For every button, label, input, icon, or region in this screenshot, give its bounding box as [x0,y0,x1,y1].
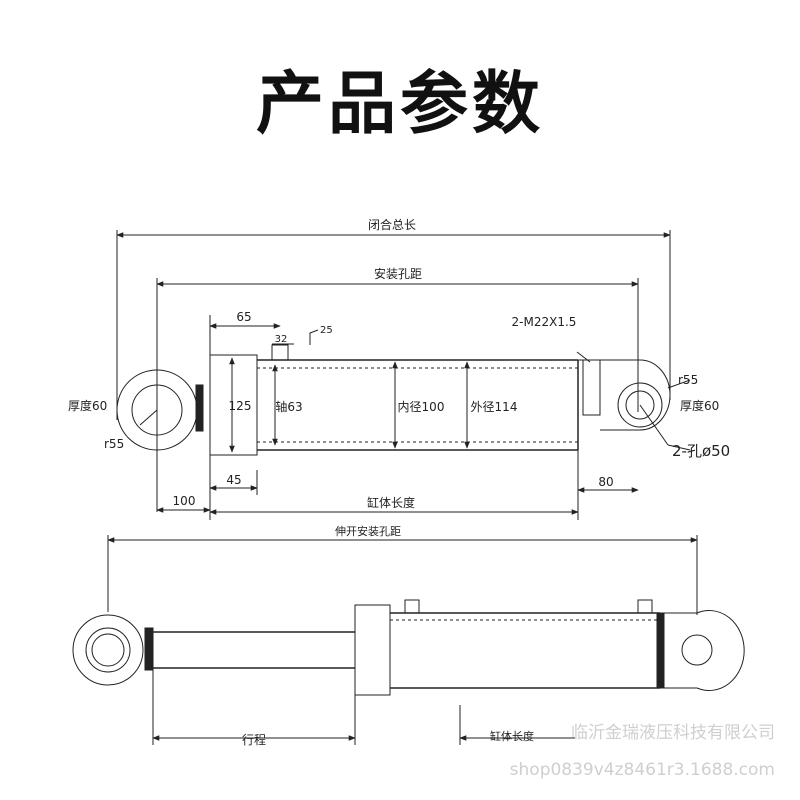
watermark-shop: shop0839v4z8461r3.1688.com [510,760,775,780]
end-cap [582,359,601,416]
label-thickness-left: 厚度60 [68,398,107,413]
label-barrel-length-2: 缸体长度 [490,729,534,743]
top-port [271,344,289,361]
cylinder-cap [209,354,258,456]
label-thread: 2-M22X1.5 [512,315,577,329]
label-bore-100: 内径100 [398,400,445,414]
label-45: 45 [226,473,241,487]
left-eye-radius-leader [139,409,158,426]
label-65: 65 [236,310,251,324]
label-stroke: 行程 [242,732,266,747]
label-hole: 2-孔ø50 [672,442,730,460]
label-32: 32 [275,334,288,345]
label-thickness-right: 厚度60 [680,398,719,413]
right-eye-outer [617,382,663,428]
right-lug [600,359,671,431]
dim-25-leader [309,329,319,345]
page-title: 产品参数 [255,65,544,144]
left-seal [195,384,204,432]
bottom-left-eye-inner [91,633,125,667]
label-rod-63: 轴63 [275,399,302,414]
bottom-end-band [656,612,665,689]
right-eye-inner [625,390,655,420]
bottom-left-eye-outer [72,614,144,686]
bottom-left-eye-mid [85,627,131,673]
r55-right-leader [667,379,691,389]
bottom-rod-seal [144,627,154,671]
label-barrel-length: 缸体长度 [367,495,415,510]
bottom-cylinder-cap [354,604,391,696]
bottom-right-lug [664,610,745,691]
bottom-port-right [637,599,653,614]
bottom-port-left [404,599,420,614]
label-100: 100 [173,494,196,508]
label-25: 25 [320,325,333,336]
bottom-right-eye [681,634,713,666]
label-extended-mount-distance: 伸开安装孔距 [335,524,401,538]
label-125: 125 [229,399,252,413]
hole-leader [639,404,669,446]
label-outer-114: 外径114 [471,400,518,414]
thread-leader [576,351,591,363]
hole-leader-tail [667,444,691,451]
watermark-company: 临沂金瑞液压科技有限公司 [571,723,775,743]
label-80: 80 [598,475,613,489]
left-eye-inner [131,384,183,436]
label-mount-hole-distance: 安装孔距 [374,266,422,281]
label-closed-total-length: 闭合总长 [368,217,416,232]
label-r55-right: r55 [678,373,698,387]
label-r55-left: r55 [104,437,124,451]
